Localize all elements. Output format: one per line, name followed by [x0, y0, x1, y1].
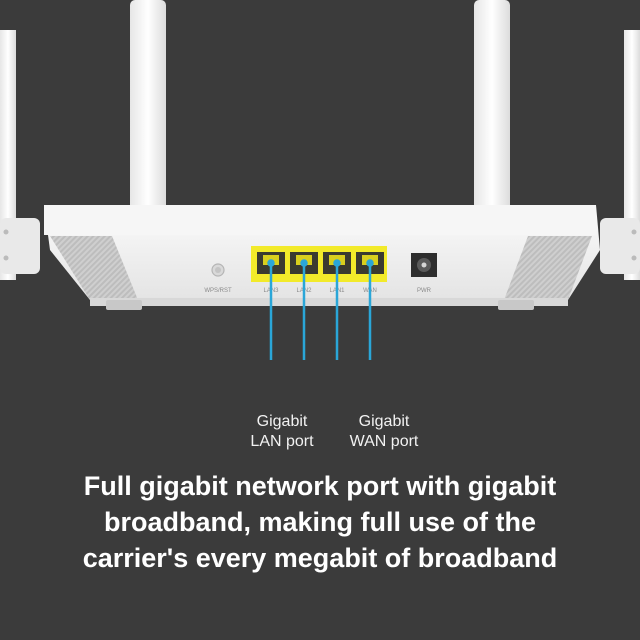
lan-port-callout: Gigabit LAN port: [222, 412, 342, 452]
lan-callout-line1: Gigabit: [256, 413, 308, 430]
callout-lines: [267, 259, 374, 360]
headline-line2: broadband, making full use of the: [103, 507, 537, 537]
power-label: PWR: [417, 288, 432, 294]
vent-grille-right: [504, 236, 592, 300]
wps-reset-button: [211, 263, 225, 277]
headline-line1: Full gigabit network port with gigabit: [83, 471, 557, 501]
lan-callout-line2: LAN port: [250, 433, 314, 450]
antenna-right-rear: [474, 0, 510, 250]
wan-callout-line2: WAN port: [349, 433, 419, 450]
power-jack: [411, 253, 437, 277]
wan-callout-line1: Gigabit: [358, 413, 410, 430]
headline: Full gigabit network port with gigabit b…: [20, 468, 620, 576]
vent-grille-left: [50, 236, 138, 300]
antenna-left-side: [0, 30, 40, 280]
wps-label: WPS/RST: [204, 288, 232, 294]
router-illustration: WPS/RST LAN3 LAN2 LAN1 WAN: [0, 0, 640, 360]
wan-port-callout: Gigabit WAN port: [324, 412, 444, 452]
headline-line3: carrier's every megabit of broadband: [82, 543, 558, 573]
antenna-left-rear: [130, 0, 166, 250]
antenna-right-side: [600, 30, 640, 280]
